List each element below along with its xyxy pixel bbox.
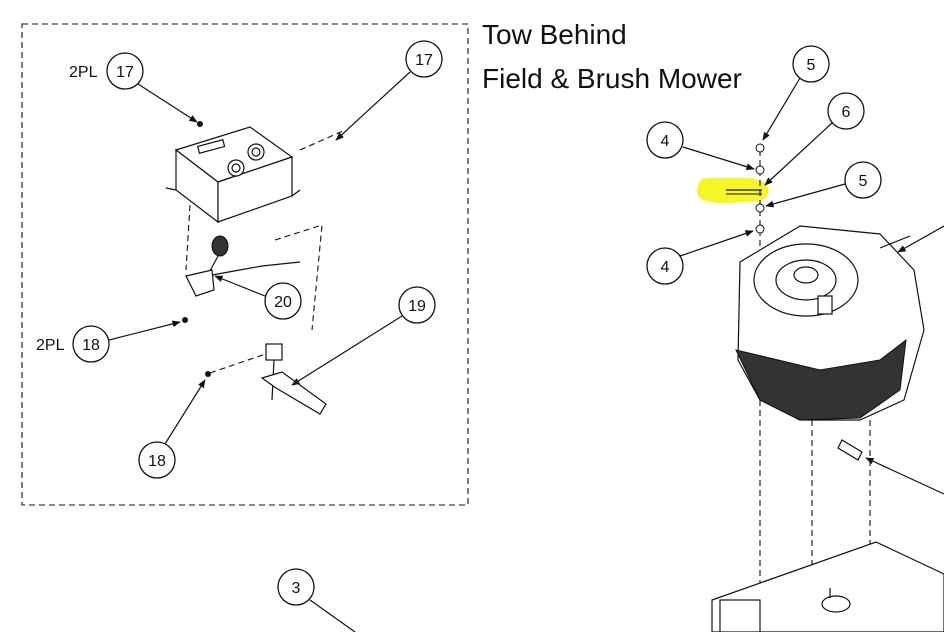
callout-4b: 4: [661, 259, 670, 276]
callout-17b: 17: [415, 52, 433, 69]
leader-3: [309, 599, 356, 632]
deck-part: [711, 541, 944, 632]
leader-6: [764, 122, 833, 186]
callout-20: 20: [274, 294, 292, 311]
qualifier-2pl-17: 2PL: [69, 64, 98, 81]
leader-shaft-pin: [865, 457, 944, 495]
callout-6: 6: [842, 104, 851, 121]
diagram-title-line1: Tow Behind: [482, 19, 627, 50]
callout-4b-circle: [646, 247, 684, 285]
qualifier-2pl-18: 2PL: [36, 337, 65, 354]
callout-17a-circle: [106, 52, 144, 90]
leader-5a: [762, 77, 801, 141]
callout-3: 3: [292, 580, 301, 597]
box-dashed-line-1: [185, 204, 191, 271]
callout-17a: 17: [116, 64, 134, 81]
leader-18a: [108, 320, 181, 341]
box-dashed-line-4: [299, 129, 346, 151]
leader-18b: [164, 379, 206, 445]
washer-5b: [755, 203, 765, 213]
callout-4a: 4: [661, 133, 670, 150]
callout-18b-circle: [138, 441, 176, 479]
callout-18a: 18: [82, 337, 100, 354]
leader-17b: [335, 71, 411, 141]
callout-17b-circle: [405, 40, 443, 78]
callout-18a-circle: [72, 325, 110, 363]
callout-19-circle: [398, 286, 436, 324]
leader-5b: [765, 183, 846, 208]
callout-5b-circle: [844, 161, 882, 199]
diagram-title-line2: Field & Brush Mower: [482, 63, 742, 94]
washer-top: [755, 143, 765, 153]
screw-18a: [182, 317, 188, 323]
leader-4b: [679, 230, 754, 257]
box-dashed-line-3: [209, 346, 287, 374]
engine-part: [735, 225, 944, 421]
callout-5a-circle: [792, 45, 830, 83]
detail-box-border: [21, 23, 469, 506]
callout-19: 19: [408, 298, 426, 315]
throttle-lever-part: [185, 235, 301, 297]
screw-18b: [205, 371, 211, 377]
shaft-pin-part: [837, 439, 944, 495]
leader-19: [291, 315, 403, 386]
screw-17: [197, 121, 203, 127]
callout-3-circle: [277, 568, 315, 606]
washer-4b: [755, 224, 765, 234]
callout-5b: 5: [859, 173, 868, 190]
callout-20-circle: [264, 282, 302, 320]
washer-4a: [755, 165, 765, 175]
callout-4a-circle: [646, 121, 684, 159]
switch-wire-part: [260, 343, 327, 415]
callout-18b: 18: [148, 453, 166, 470]
leader-17a: [137, 83, 198, 123]
callout-6-circle: [827, 92, 865, 130]
leader-4a: [682, 146, 755, 170]
control-box-part: [165, 126, 301, 224]
callout-5a: 5: [807, 57, 816, 74]
leader-20: [214, 275, 266, 297]
leader-engine: [897, 225, 944, 253]
